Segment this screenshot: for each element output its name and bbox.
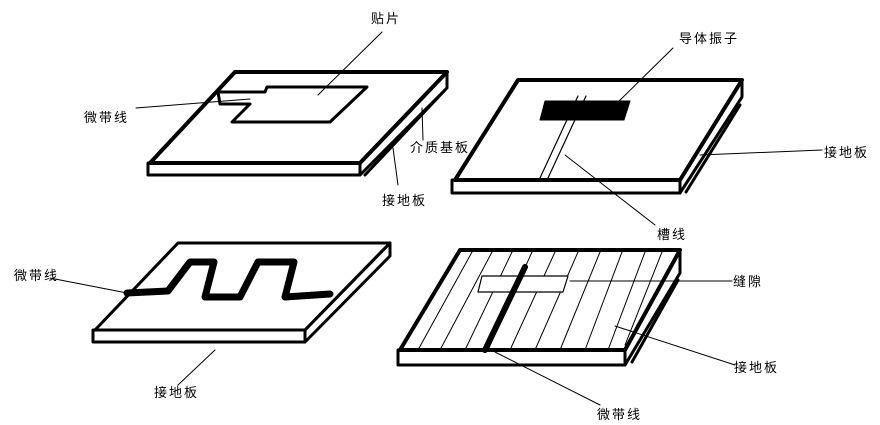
dipole	[539, 100, 631, 121]
label-patch: 贴片	[371, 12, 402, 27]
meander-line	[123, 258, 334, 301]
label-microstrip: 微带线	[14, 269, 60, 284]
label-slotline: 槽线	[657, 228, 688, 243]
label-microstrip: 微带线	[597, 408, 643, 423]
meander-antenna-board	[49, 241, 392, 386]
gap	[477, 275, 569, 293]
label-microstrip: 微带线	[84, 111, 130, 126]
patch	[216, 85, 369, 124]
patch-antenna-board	[135, 31, 449, 186]
label-ground: 接地板	[382, 194, 428, 209]
feed-microstrip	[482, 264, 528, 353]
slot-antenna-board	[396, 248, 736, 406]
label-ground: 接地板	[154, 386, 200, 401]
label-dipole: 导体振子	[679, 32, 740, 47]
label-ground: 接地板	[824, 146, 870, 161]
label-ground: 接地板	[734, 361, 780, 376]
dipole-antenna-board	[450, 47, 823, 226]
label-substrate: 介质基板	[410, 141, 471, 156]
label-gap: 缝隙	[733, 275, 764, 290]
